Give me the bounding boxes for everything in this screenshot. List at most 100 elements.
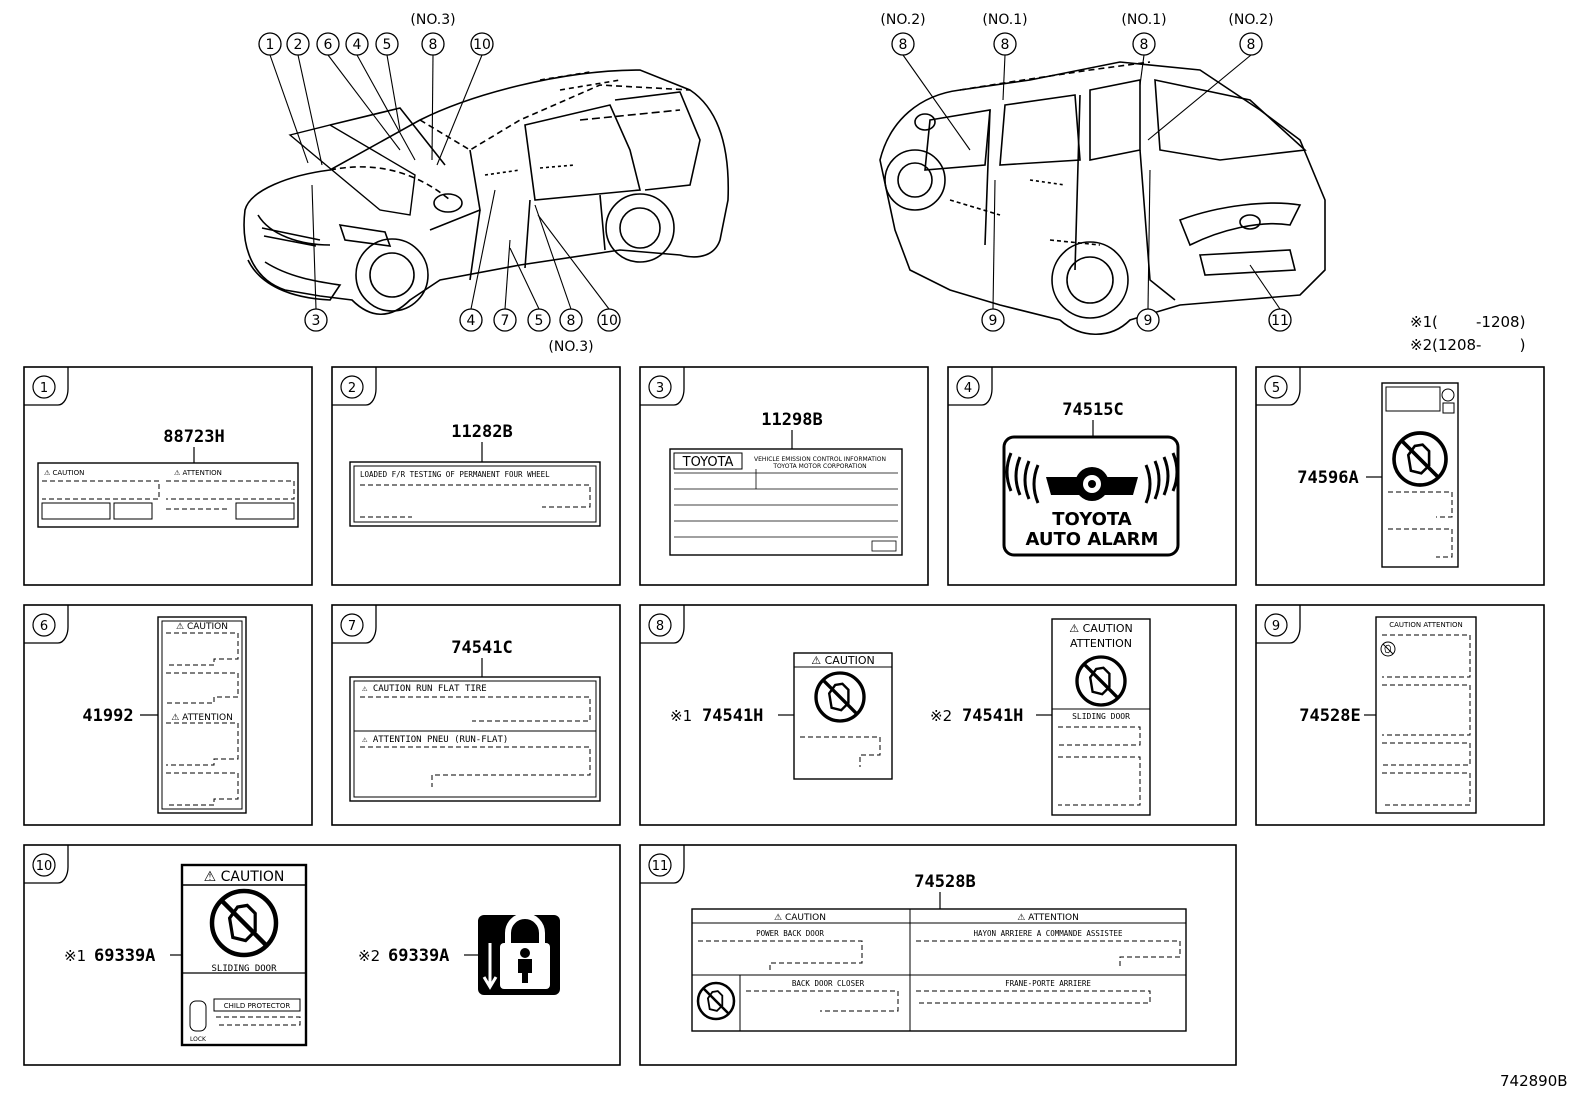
label-74541H-2-sliding: SLIDING DOOR <box>1072 712 1130 721</box>
front-callout-bottom-5-number: 8 <box>567 313 576 329</box>
part-11282B: 11282B <box>451 422 512 442</box>
figure-id: 742890B <box>1500 1072 1568 1090</box>
rear-callout-top-sub-4: (NO.2) <box>1228 12 1273 28</box>
front-callout-top-4-number: 4 <box>353 37 362 53</box>
rear-callout-top-sub-2: (NO.1) <box>982 12 1027 28</box>
front-callout-bottom-1: 3 <box>304 308 328 332</box>
panel-5-number-circle <box>1264 375 1288 399</box>
panel-1-frame <box>23 366 313 586</box>
rear-callout-top-4-leader <box>1147 54 1252 141</box>
label-74541H-1-caution: ⚠ CAUTION <box>811 654 874 667</box>
front-callout-bottom-2: 4 <box>459 308 483 332</box>
front-callout-bottom-sub: (NO.3) <box>548 339 593 355</box>
rear-callout-bottom-3-number: 11 <box>1271 313 1289 329</box>
label-74541H-2 <box>1051 618 1151 816</box>
panel-7-frame <box>331 604 621 826</box>
panel-4-tab <box>948 367 993 406</box>
front-callout-bottom-6-number: 10 <box>600 313 618 329</box>
panel-11-tab <box>640 845 685 884</box>
label-11282B <box>349 461 601 527</box>
panel-7-number: 7 <box>348 619 356 634</box>
child-lock-icon <box>478 913 560 995</box>
lock-switch-icon <box>189 1000 207 1032</box>
label-69339A-1 <box>180 863 308 1047</box>
label-88723H-caution: ⚠ CAUTION <box>44 469 84 477</box>
footnote-2-text: (1208- ) <box>1432 336 1525 354</box>
label-88723H-attention: ⚠ ATTENTION <box>174 469 222 477</box>
panel-10-tab <box>24 845 69 884</box>
front-callout-top-2: 2 <box>286 32 310 56</box>
label-74541H-2-text1 <box>1058 726 1141 746</box>
part-88723H: 88723H <box>163 427 224 447</box>
front-callout-top-6-number: 8 <box>429 37 438 53</box>
footnote-1-text: ( -1208) <box>1432 313 1525 331</box>
label-11298B-maker: TOYOTA MOTOR CORPORATION <box>772 463 866 470</box>
panel-2-frame <box>331 366 621 586</box>
front-callout-top-4: 4 <box>345 32 369 56</box>
no-seat-icon <box>1392 431 1448 487</box>
panel-2-number-circle <box>340 375 364 399</box>
alarm-wave-left-3 <box>1005 452 1013 492</box>
label-88723H-box1 <box>41 502 111 520</box>
label-74528E-block-3 <box>1382 772 1471 806</box>
panel-6-number: 6 <box>40 619 48 634</box>
panel-3-tab <box>640 367 685 406</box>
panel-11-frame <box>639 844 1237 1066</box>
front-callout-top-5: 5 <box>375 32 399 56</box>
front-callout-top-2-leader <box>297 54 323 166</box>
label-74541H-2-text2 <box>1058 756 1141 806</box>
label-11298B <box>669 448 903 556</box>
mark-69339A-2: ※2 <box>358 947 380 965</box>
label-69339A-1-child-box <box>213 998 301 1012</box>
label-88723H-line2 <box>166 480 295 500</box>
rear-callout-top-2-number: 8 <box>1001 37 1010 53</box>
label-74528E-block-0 <box>1382 634 1471 678</box>
rear-callout-bottom-3: 11 <box>1268 308 1292 332</box>
panel-9-tab <box>1256 605 1301 644</box>
label-41992-inner <box>161 620 243 810</box>
label-88723H <box>37 462 299 528</box>
alarm-wave-left-2 <box>1014 456 1022 496</box>
rear-callout-bottom-3-leader <box>1249 264 1281 310</box>
label-74515C-line2: AUTO ALARM <box>1026 529 1159 550</box>
label-74541H-2-attention: ATTENTION <box>1070 637 1132 650</box>
front-callout-bottom-1-leader <box>311 184 317 310</box>
part-69339A-2: 69339A <box>388 946 449 966</box>
label-74515C <box>1002 435 1180 557</box>
label-88723H-line1 <box>42 480 160 500</box>
no-hand-icon-1 <box>814 671 866 723</box>
front-callout-bottom-4-number: 5 <box>535 313 544 329</box>
label-74528B-text3 <box>746 990 899 1012</box>
front-callout-bottom-3-leader <box>504 239 511 310</box>
mark-74541H-1: ※1 <box>670 707 692 725</box>
label-11282B-text: LOADED F/R TESTING OF PERMANENT FOUR WHE… <box>360 470 550 479</box>
label-74528B-text4 <box>916 990 1151 1004</box>
rear-callout-top-1: 8 <box>891 32 915 56</box>
rear-callout-bottom-2-number: 9 <box>1144 313 1153 329</box>
part-74528B: 74528B <box>914 872 975 892</box>
panel-3-frame <box>639 366 929 586</box>
rear-callout-top-2-leader <box>1002 54 1006 101</box>
label-74596A-line2 <box>1388 528 1453 558</box>
label-74528B <box>691 908 1187 1032</box>
alarm-wave-left-0 <box>1032 464 1040 504</box>
label-11298B-logo-box <box>673 452 743 470</box>
label-74528B-attention: ⚠ ATTENTION <box>1017 913 1079 923</box>
label-74541C-inner <box>353 680 597 798</box>
panel-2-tab <box>332 367 377 406</box>
mark-74541H-2: ※2 <box>930 707 952 725</box>
label-74541C-caution: ⚠ CAUTION RUN FLAT TIRE <box>362 684 487 694</box>
front-callout-top-3-number: 6 <box>324 37 333 53</box>
front-callout-bottom-2-leader <box>470 189 496 310</box>
panel-4-frame <box>947 366 1237 586</box>
front-callout-top-6: 8 <box>421 32 445 56</box>
panel-9-number: 9 <box>1272 619 1280 634</box>
label-74528B-closer: BACK DOOR CLOSER <box>792 979 865 988</box>
